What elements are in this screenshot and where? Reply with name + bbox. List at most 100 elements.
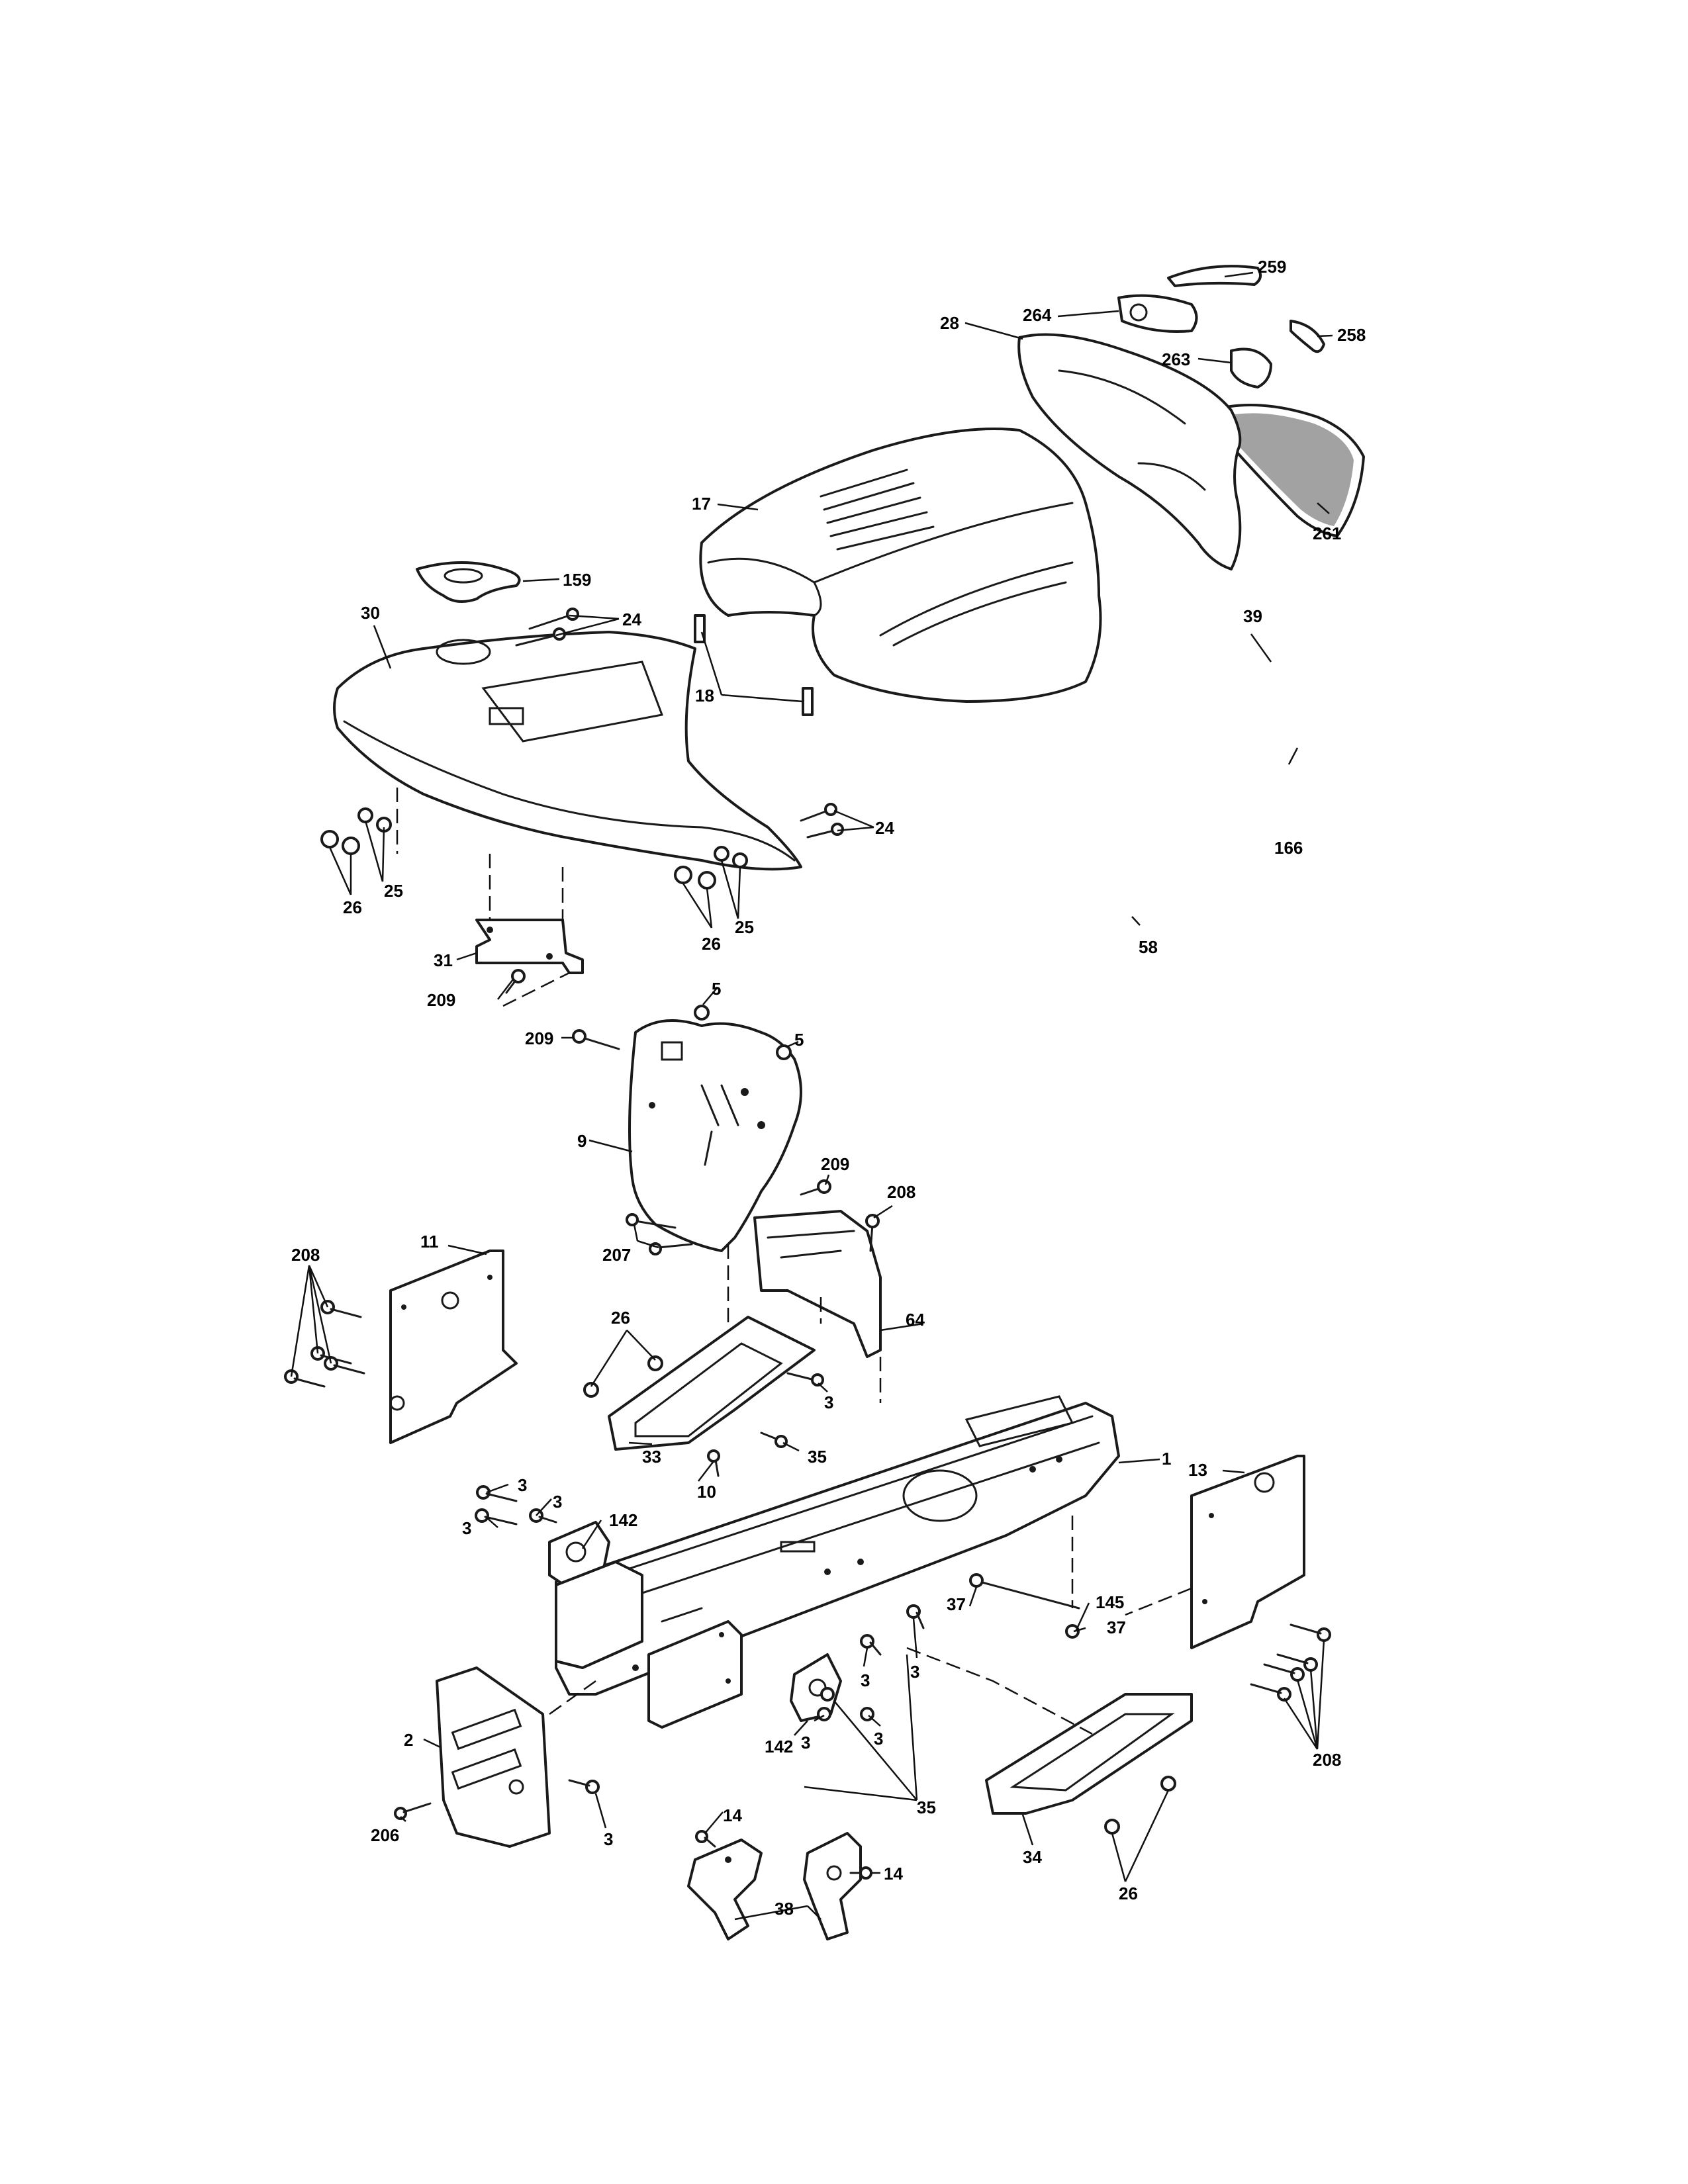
callout-17: 17 bbox=[692, 494, 711, 514]
callout-209-support: 209 bbox=[525, 1028, 553, 1048]
screws-3-center bbox=[817, 1604, 925, 1721]
callout-142-right: 142 bbox=[765, 1737, 793, 1756]
inner-plate-center bbox=[647, 1620, 743, 1729]
callout-39: 39 bbox=[1243, 606, 1262, 626]
footrest-33 bbox=[608, 1316, 816, 1451]
callout-31: 31 bbox=[434, 950, 453, 970]
hood-front-28 bbox=[1017, 333, 1242, 570]
callout-3-e: 3 bbox=[861, 1670, 870, 1690]
headlight-lens-258 bbox=[1289, 320, 1325, 353]
callout-208-bracket: 208 bbox=[887, 1182, 915, 1202]
assembly-lines bbox=[396, 788, 1192, 1735]
screw-3-plate bbox=[568, 1779, 600, 1794]
callout-206: 206 bbox=[371, 1825, 399, 1845]
bracket-142-right bbox=[790, 1653, 842, 1722]
callout-264: 264 bbox=[1023, 305, 1052, 325]
callout-33: 33 bbox=[642, 1447, 661, 1467]
bracket-38-left bbox=[687, 1839, 763, 1940]
callout-263: 263 bbox=[1162, 349, 1190, 369]
callout-1: 1 bbox=[1162, 1449, 1171, 1469]
callout-24-lower: 24 bbox=[875, 818, 894, 838]
steering-support-9 bbox=[628, 1019, 802, 1252]
rod-145-bolt-37 bbox=[969, 1573, 1080, 1639]
callout-34: 34 bbox=[1023, 1847, 1042, 1867]
callout-labels: 259 264 258 28 263 261 17 159 30 24 18 3… bbox=[291, 257, 1366, 1919]
screw-24-lower bbox=[800, 803, 844, 839]
callout-26-footrest: 26 bbox=[611, 1308, 630, 1328]
bracket-31 bbox=[475, 919, 584, 974]
headlight-assembly-263 bbox=[1230, 347, 1272, 388]
callout-26-left: 26 bbox=[343, 897, 362, 917]
callout-9: 9 bbox=[577, 1131, 586, 1151]
callout-13: 13 bbox=[1188, 1460, 1207, 1480]
inner-plate-left bbox=[555, 1561, 643, 1669]
callout-142-left: 142 bbox=[609, 1510, 637, 1530]
callout-261: 261 bbox=[1313, 523, 1341, 543]
callout-24-upper: 24 bbox=[622, 610, 641, 629]
screws-207 bbox=[626, 1213, 693, 1255]
callout-208-right: 208 bbox=[1313, 1750, 1341, 1770]
callout-207: 207 bbox=[602, 1245, 631, 1265]
callout-208-left: 208 bbox=[291, 1245, 320, 1265]
washers-nuts-25-26-left bbox=[320, 807, 392, 855]
bracket-64 bbox=[753, 1210, 882, 1358]
callout-166: 166 bbox=[1274, 838, 1303, 858]
callout-38: 38 bbox=[774, 1899, 794, 1919]
side-plate-11 bbox=[389, 1250, 518, 1444]
callout-26-right: 26 bbox=[702, 934, 721, 954]
callout-26-lower: 26 bbox=[1119, 1884, 1138, 1903]
callout-5-right: 5 bbox=[794, 1030, 804, 1050]
callout-259: 259 bbox=[1258, 257, 1286, 277]
screw-209-bracket bbox=[505, 969, 526, 994]
callout-25-right: 25 bbox=[735, 917, 754, 937]
headlight-assembly-264 bbox=[1117, 294, 1198, 333]
callout-209-right: 209 bbox=[821, 1154, 849, 1174]
callout-159: 159 bbox=[563, 570, 591, 590]
callout-28: 28 bbox=[940, 313, 959, 333]
callout-5-top: 5 bbox=[712, 979, 721, 999]
footrest-34 bbox=[985, 1693, 1193, 1815]
fuel-cap-159 bbox=[416, 561, 521, 603]
callout-64: 64 bbox=[906, 1310, 925, 1330]
callout-3-a: 3 bbox=[518, 1475, 527, 1495]
callout-14-left: 14 bbox=[723, 1805, 742, 1825]
callout-37-right: 37 bbox=[1107, 1617, 1126, 1637]
callout-18: 18 bbox=[695, 686, 714, 705]
callout-145: 145 bbox=[1096, 1592, 1124, 1612]
screws-209-support bbox=[572, 1029, 831, 1196]
nuts-26-lower bbox=[1104, 1776, 1176, 1835]
callout-25-left: 25 bbox=[384, 881, 403, 901]
callout-258: 258 bbox=[1337, 325, 1366, 345]
hood-17 bbox=[699, 428, 1102, 703]
callout-11: 11 bbox=[420, 1232, 439, 1251]
callout-2: 2 bbox=[404, 1730, 413, 1750]
callout-3-plate: 3 bbox=[604, 1829, 613, 1849]
callout-3-g: 3 bbox=[801, 1733, 810, 1752]
headlight-lens-259 bbox=[1167, 265, 1262, 287]
callout-209-bracket: 209 bbox=[427, 990, 455, 1010]
nuts-26-footrest bbox=[583, 1355, 663, 1398]
callout-30: 30 bbox=[361, 603, 380, 623]
bolts-208-right bbox=[1250, 1623, 1331, 1702]
callout-3-footrest: 3 bbox=[824, 1392, 833, 1412]
callout-14-right: 14 bbox=[884, 1864, 903, 1884]
callout-3-b: 3 bbox=[553, 1492, 562, 1512]
front-plate-2 bbox=[436, 1666, 551, 1848]
callout-10: 10 bbox=[697, 1482, 716, 1502]
callout-3-f: 3 bbox=[874, 1729, 883, 1749]
leader-lines bbox=[290, 271, 1333, 1921]
screw-206 bbox=[394, 1802, 432, 1820]
nuts-5 bbox=[694, 1005, 792, 1060]
callout-3-c: 3 bbox=[462, 1518, 471, 1538]
bracket-38-right bbox=[803, 1832, 862, 1940]
bolt-208-bracket bbox=[865, 1214, 880, 1252]
grille-261 bbox=[1210, 404, 1365, 537]
callout-58: 58 bbox=[1139, 937, 1158, 957]
side-plate-13 bbox=[1190, 1455, 1305, 1649]
callout-3-d: 3 bbox=[910, 1662, 919, 1682]
callout-35-lower: 35 bbox=[917, 1797, 936, 1817]
callout-35-footrest: 35 bbox=[808, 1447, 827, 1467]
dash-panel-30 bbox=[333, 631, 802, 871]
callout-37-left: 37 bbox=[947, 1594, 966, 1614]
